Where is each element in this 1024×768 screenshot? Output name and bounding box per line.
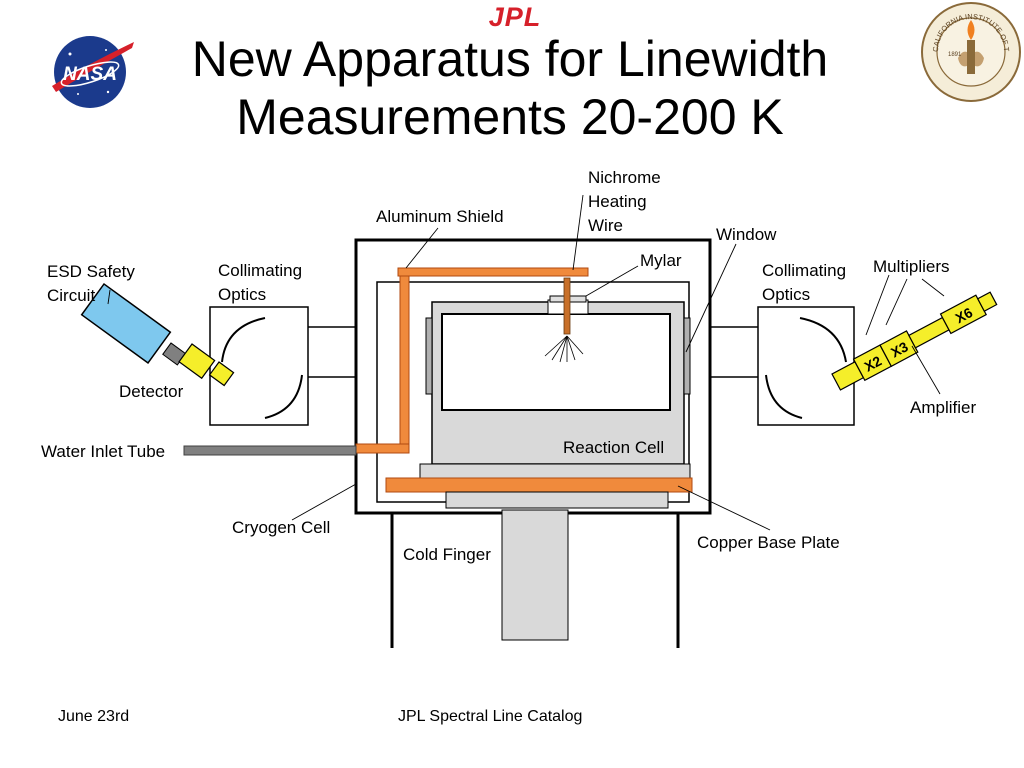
detector-assembly [80, 282, 235, 387]
label-nichrome-1: Nichrome [588, 168, 661, 187]
mylar-window-right [683, 317, 691, 395]
nichrome-wire [563, 277, 571, 335]
right-port [710, 326, 760, 378]
detector-tip [208, 361, 235, 387]
page-title: New Apparatus for Linewidth Measurements… [120, 30, 900, 146]
label-multipliers: Multipliers [873, 257, 950, 276]
copper-heat-path [355, 267, 589, 454]
x3-label: X3 [888, 338, 911, 360]
footer-title: JPL Spectral Line Catalog [398, 708, 583, 725]
label-copper-base-plate: Copper Base Plate [697, 533, 840, 552]
label-window: Window [716, 225, 777, 244]
reaction-cell-interior [441, 313, 671, 411]
caltech-seal-year: 1891 [948, 52, 962, 58]
heating-spray [544, 335, 584, 363]
collimating-optics-left [209, 306, 309, 426]
reaction-cell-plate [419, 463, 691, 479]
label-water-inlet: Water Inlet Tube [41, 442, 165, 461]
jpl-logo-text: JPL [489, 2, 542, 30]
copper-base-plate [385, 477, 693, 493]
label-detector: Detector [119, 382, 184, 401]
title-line-2: Measurements 20-200 K [236, 89, 784, 145]
label-esd-2: Circuit [47, 286, 95, 305]
label-nichrome-2: Heating [588, 192, 647, 211]
label-cold-finger: Cold Finger [403, 545, 491, 564]
mylar-window-left [425, 317, 433, 395]
label-mylar: Mylar [640, 251, 682, 270]
label-collimating-right-2: Optics [762, 285, 810, 304]
apparatus-diagram: X2 X3 X6 Nichrome Heating Wire [41, 168, 998, 648]
caltech-seal: CALIFORNIA INSTITUTE OF TECHNOLOGY 1891 [920, 0, 1021, 102]
left-port [308, 326, 356, 378]
x6-label: X6 [953, 304, 976, 326]
cold-finger [501, 509, 569, 641]
label-cryogen-cell: Cryogen Cell [232, 518, 330, 537]
jpl-logo: JPL [489, 2, 542, 30]
collimating-optics-right [757, 306, 855, 426]
label-nichrome-3: Wire [588, 216, 623, 235]
footer-date: June 23rd [58, 708, 130, 725]
label-collimating-left-2: Optics [218, 285, 266, 304]
water-inlet-tube [183, 445, 357, 456]
esd-safety-circuit-box [80, 282, 172, 364]
base-mount [445, 491, 669, 509]
x2-label: X2 [862, 352, 885, 374]
label-collimating-right-1: Collimating [762, 261, 846, 280]
label-amplifier: Amplifier [910, 398, 976, 417]
detector-mixer [178, 343, 216, 380]
label-esd-1: ESD Safety [47, 262, 135, 281]
title-line-1: New Apparatus for Linewidth [191, 31, 829, 87]
nasa-logo-text: NASA [63, 64, 117, 85]
nasa-logo: NASA [52, 36, 134, 108]
label-reaction-cell: Reaction Cell [563, 438, 664, 457]
leader-lines [107, 194, 945, 531]
label-collimating-left-1: Collimating [218, 261, 302, 280]
multiplier-chain: X2 X3 X6 [831, 291, 998, 391]
label-aluminum-shield: Aluminum Shield [376, 207, 504, 226]
